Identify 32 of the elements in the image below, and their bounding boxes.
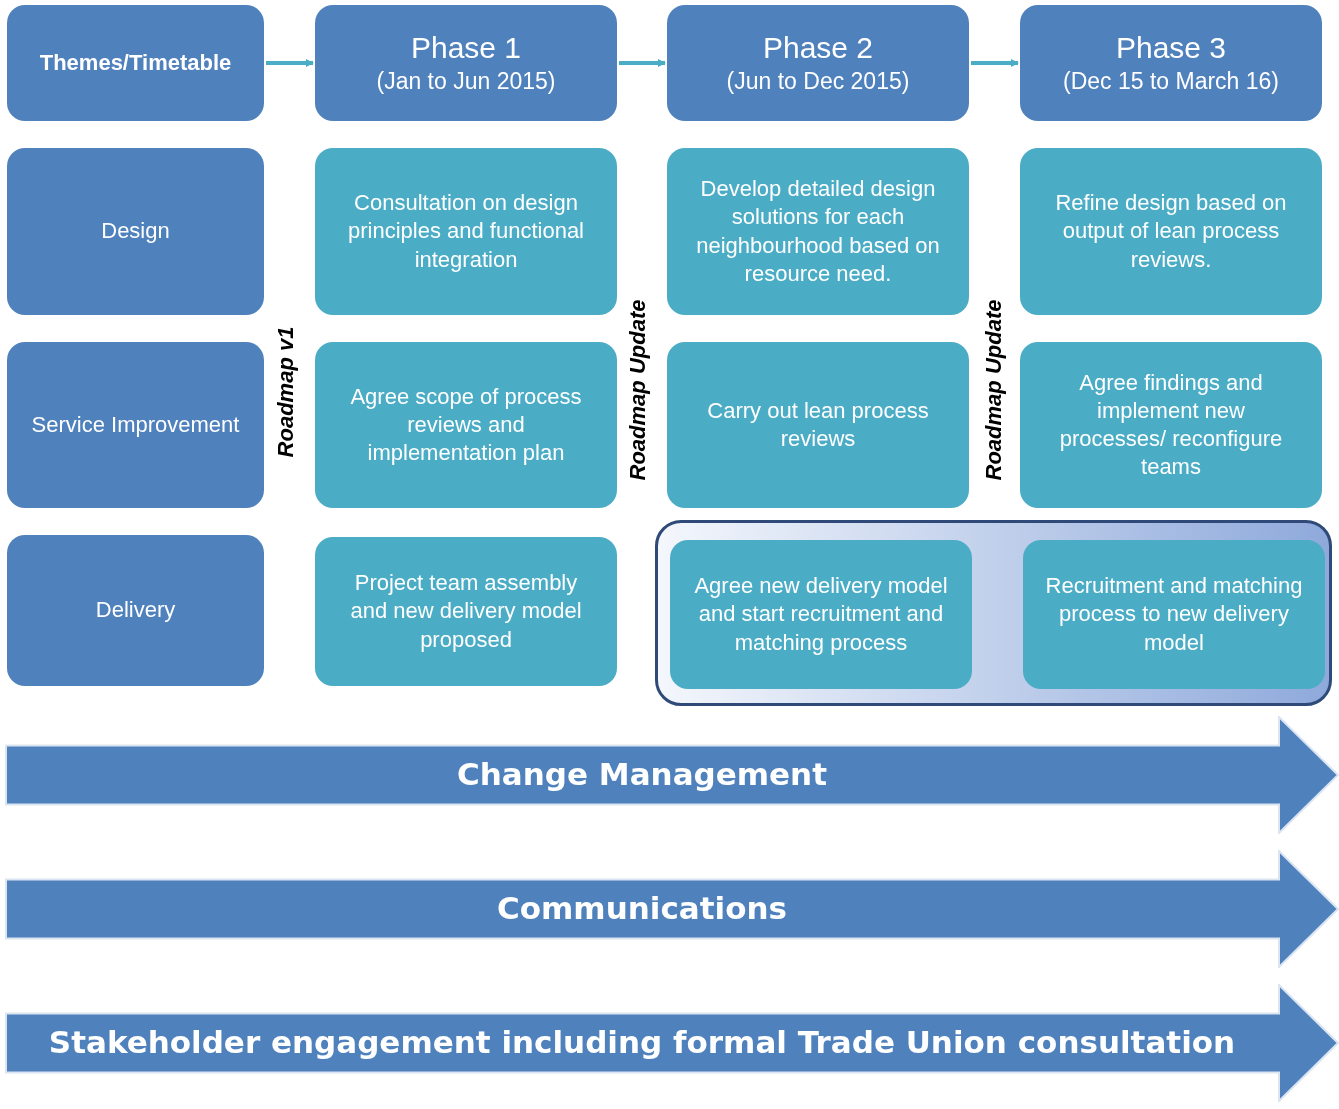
milestone-label: Roadmap Update <box>980 299 1007 481</box>
phase-title: Phase 3 <box>1115 30 1227 67</box>
theme-box: Delivery <box>7 535 264 686</box>
banner-text: Change Management <box>456 756 828 792</box>
banner-text: Stakeholder engagement including formal Trade Union consultation <box>47 1024 1237 1060</box>
phase-dates: (Jan to Jun 2015) <box>376 67 556 97</box>
task-box: Agree scope of process reviews and implementation plan <box>315 342 617 508</box>
banner-text: Communications <box>496 890 788 926</box>
phase-dates: (Dec 15 to March 16) <box>1063 67 1279 97</box>
group-panel <box>655 520 1332 706</box>
task-box: Agree new delivery model and start recruitment and matching process <box>670 540 972 689</box>
theme-box: Themes/Timetable <box>7 5 264 121</box>
theme-box: Design <box>7 148 264 315</box>
phase-header-box <box>667 5 969 121</box>
phase-title: Phase 1 <box>410 30 522 67</box>
task-box: Carry out lean process reviews <box>667 342 969 508</box>
arrow <box>971 59 1019 67</box>
milestone-label: Roadmap Update <box>624 299 651 481</box>
phase-header-box <box>315 5 617 121</box>
arrow <box>619 59 666 67</box>
task-box: Recruitment and matching process to new delivery model <box>1023 540 1325 689</box>
task-box: Refine design based on output of lean process reviews. <box>1020 148 1322 315</box>
theme-box: Service Improvement <box>7 342 264 508</box>
phase-dates: (Jun to Dec 2015) <box>726 67 910 97</box>
task-box: Develop detailed design solutions for each neighbourhood based on resource need. <box>667 148 969 315</box>
task-box: Consultation on design principles and functional integration <box>315 148 617 315</box>
arrow <box>266 59 314 67</box>
task-box: Agree findings and implement new processes/ reconfigure teams <box>1020 342 1322 508</box>
milestone-label: Roadmap v1 <box>272 326 299 458</box>
task-box: Project team assembly and new delivery model proposed <box>315 537 617 686</box>
phase-title: Phase 2 <box>762 30 874 67</box>
phase-header-box <box>1020 5 1322 121</box>
